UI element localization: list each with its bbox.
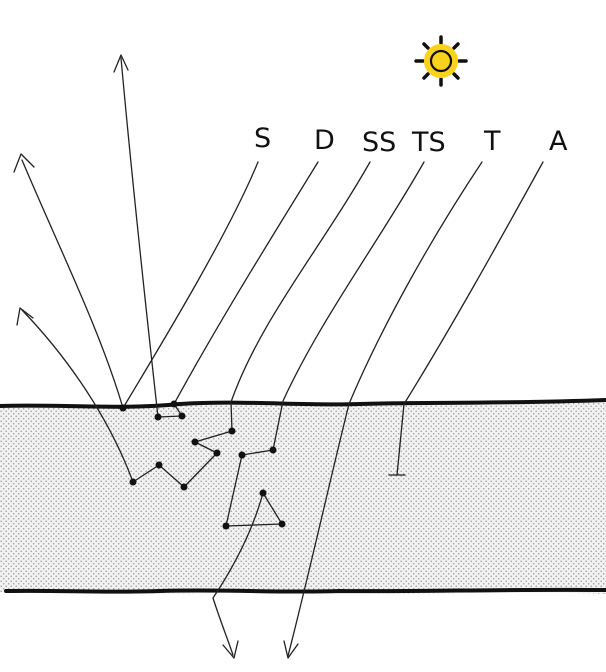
diffuse-ray — [113, 54, 319, 421]
label-transmission: T — [483, 126, 501, 157]
label-absorption: A — [549, 126, 568, 157]
subsurface-ray — [16, 161, 371, 491]
label-diffuse: D — [314, 125, 335, 156]
specular-ray — [13, 153, 259, 412]
material-slab — [0, 400, 606, 594]
label-specular: S — [254, 123, 271, 154]
label-translucent-subsurface: TS — [411, 127, 446, 158]
sun-icon — [414, 35, 468, 87]
absorption-ray — [388, 161, 544, 476]
material-bottom-surface — [4, 587, 606, 594]
transmission-ray — [283, 161, 483, 659]
translucent-subsurface-ray — [212, 161, 425, 659]
label-subsurface: SS — [362, 127, 396, 158]
